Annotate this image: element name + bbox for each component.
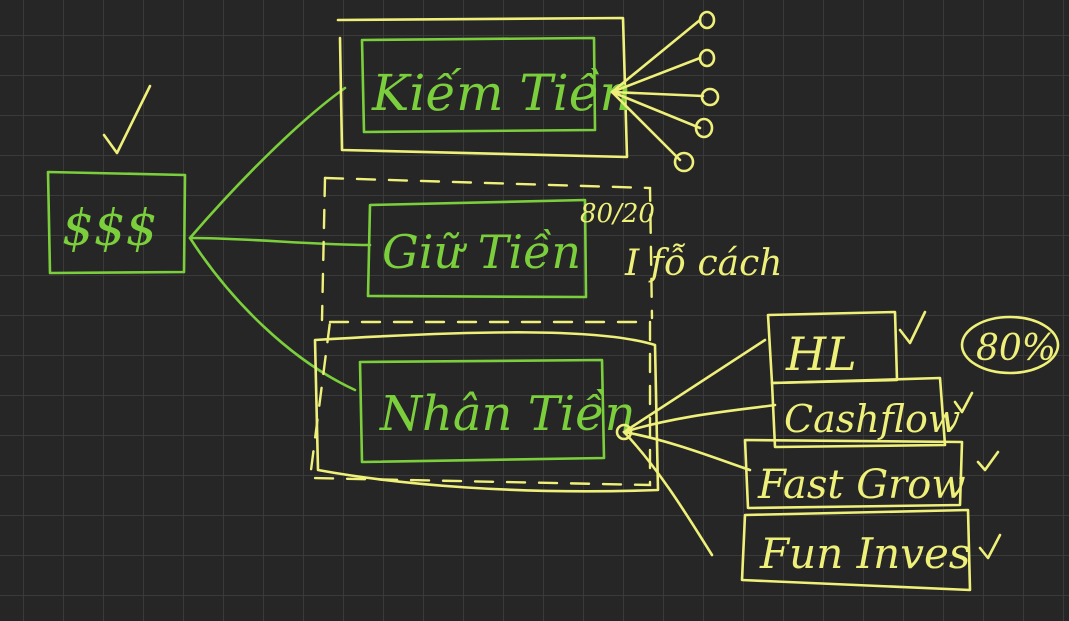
fast-grow-label: Fast Grow [757,462,966,508]
branch-end-circle [694,117,714,139]
nhan-tien-node: Nhân Tiền [308,320,777,557]
kiem-tien-node: Kiếm Tiền [336,10,720,173]
kiem-tien-label: Kiếm Tiền [371,64,632,122]
percent-circle [960,315,1060,375]
cashflow-box [770,376,947,449]
money-box [46,170,187,275]
fun-inves-label: Fun Inves [759,529,970,578]
kiem-tien-outer-box [336,16,629,159]
note-label: I fỗ cách [624,243,782,284]
giu-tien-node: Giữ Tiền 80/20 I fỗ cách [320,176,782,322]
money-node: $$$ [46,84,187,275]
branch-end-circle [698,10,716,30]
percent-label: 80% [976,328,1056,369]
fast-grow-box [743,438,964,510]
branch-end-circle [700,87,720,107]
giu-tien-dashed-box-top [323,176,654,320]
giu-tien-label: Giữ Tiền [382,225,581,279]
fun-inves-box [740,508,972,592]
nhan-tien-inner-box [358,358,606,464]
money-connectors [188,86,372,392]
money-label: $$$ [62,199,157,257]
line-to-giu-tien [188,236,372,247]
kiem-tien-branches [610,10,720,173]
nhan-tien-outer-box [313,331,660,493]
branch-end-circle [673,151,695,173]
cashflow-label: Cashflow [784,397,960,441]
check-mark-icon [978,533,1002,560]
check-mark-icon [102,84,152,155]
giu-tien-dashed-box-left [320,176,327,322]
investment-buckets: HL Cashflow Fast Grow Fun Inves 80% [740,310,1060,592]
hl-label: HL [785,327,857,381]
line-to-kiem-tien [188,86,347,240]
check-mark-icon [898,310,927,345]
line-to-nhan-tien [188,236,357,392]
nhan-tien-label: Nhân Tiền [379,386,636,442]
giu-tien-inner-box [366,198,588,299]
check-mark-icon [953,391,974,414]
check-mark-icon [976,450,1000,472]
branch-end-circle [698,48,716,68]
kiem-tien-inner-box [360,36,597,134]
nhan-tien-branches [622,338,777,557]
ratio-label: 80/20 [580,199,655,229]
